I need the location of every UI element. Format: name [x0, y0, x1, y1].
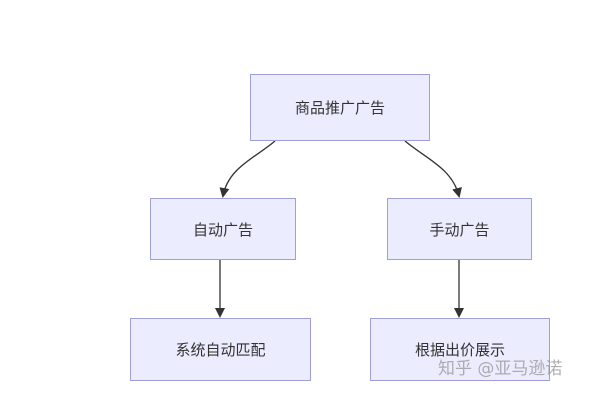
node-label: 商品推广广告 — [294, 99, 385, 117]
node-label: 系统自动匹配 — [175, 341, 266, 359]
edge-root-to-auto — [219, 140, 276, 198]
node-manual-ads: 手动广告 — [387, 198, 532, 260]
node-label: 手动广告 — [429, 220, 490, 239]
node-product-promotion-ads: 商品推广广告 — [250, 74, 430, 141]
node-label: 自动广告 — [192, 220, 253, 239]
edge-root-to-manual — [404, 140, 462, 198]
node-bid-based-display: 根据出价展示 — [370, 318, 550, 381]
watermark-text: 知乎 @亚马逊诺 — [438, 359, 563, 379]
node-auto-ads: 自动广告 — [150, 198, 296, 260]
node-label: 根据出价展示 — [414, 341, 505, 359]
node-system-auto-match: 系统自动匹配 — [130, 318, 311, 381]
